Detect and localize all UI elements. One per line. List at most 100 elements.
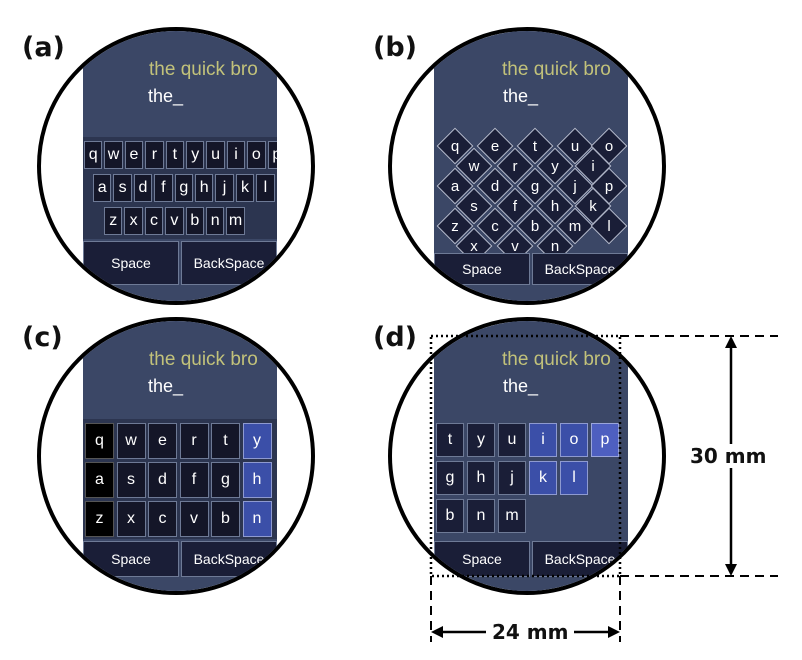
key-h[interactable]: h — [467, 461, 495, 495]
key-z[interactable]: z — [436, 207, 474, 245]
key-t[interactable]: t — [436, 423, 464, 457]
key-t[interactable]: t — [211, 423, 240, 459]
panel-label-c: (c) — [22, 322, 63, 353]
key-m[interactable]: m — [498, 499, 526, 533]
key-c[interactable]: c — [144, 207, 164, 235]
key-w[interactable]: w — [455, 147, 493, 185]
key-l[interactable]: l — [256, 174, 275, 202]
key-p[interactable]: p — [590, 167, 628, 205]
key-label: n — [550, 237, 560, 255]
key-label: d — [490, 177, 500, 195]
key-f[interactable]: f — [154, 174, 173, 202]
key-y[interactable]: y — [536, 147, 574, 185]
key-y[interactable]: y — [186, 141, 205, 169]
key-j[interactable]: j — [556, 167, 594, 205]
key-b[interactable]: b — [185, 207, 204, 235]
key-x[interactable]: x — [455, 227, 493, 265]
key-v[interactable]: v — [179, 501, 209, 537]
key-b[interactable]: b — [436, 499, 464, 533]
key-label: t — [532, 137, 538, 155]
bottom-bar: Space BackSpace — [83, 541, 277, 577]
key-o[interactable]: o — [247, 141, 266, 169]
key-k[interactable]: k — [235, 174, 255, 202]
key-h[interactable]: h — [195, 174, 214, 202]
key-r[interactable]: r — [496, 147, 534, 185]
key-z[interactable]: z — [104, 207, 123, 235]
key-u[interactable]: u — [206, 141, 225, 169]
key-s[interactable]: s — [116, 462, 146, 498]
key-d[interactable]: d — [133, 174, 153, 202]
key-w[interactable]: w — [116, 423, 146, 459]
key-l[interactable]: l — [560, 461, 588, 495]
key-h[interactable]: h — [536, 187, 574, 225]
key-i[interactable]: i — [574, 147, 612, 185]
key-f[interactable]: f — [496, 187, 534, 225]
key-n[interactable]: n — [206, 207, 225, 235]
key-a[interactable]: a — [85, 462, 114, 498]
backspace-button[interactable]: BackSpace — [532, 253, 628, 285]
backspace-button[interactable]: BackSpace — [181, 241, 277, 285]
key-c[interactable]: c — [476, 207, 514, 245]
key-m[interactable]: m — [226, 207, 245, 235]
key-n[interactable]: n — [467, 499, 495, 533]
key-p[interactable]: p — [591, 423, 619, 457]
key-t[interactable]: t — [516, 127, 554, 165]
key-f[interactable]: f — [179, 462, 209, 498]
key-c[interactable]: c — [148, 501, 177, 537]
key-m[interactable]: m — [556, 207, 594, 245]
key-s[interactable]: s — [455, 187, 493, 225]
key-t[interactable]: t — [165, 141, 184, 169]
backspace-button[interactable]: BackSpace — [532, 541, 628, 577]
key-y[interactable]: y — [467, 423, 495, 457]
space-button[interactable]: Space — [83, 241, 179, 285]
key-g[interactable]: g — [436, 461, 464, 495]
key-label: p — [604, 177, 614, 195]
key-n[interactable]: n — [242, 501, 272, 537]
key-k[interactable]: k — [529, 461, 557, 495]
space-button[interactable]: Space — [83, 541, 179, 577]
key-x[interactable]: x — [124, 207, 143, 235]
key-e[interactable]: e — [476, 127, 514, 165]
key-r[interactable]: r — [179, 423, 209, 459]
key-e[interactable]: e — [148, 423, 177, 459]
key-w[interactable]: w — [104, 141, 123, 169]
key-e[interactable]: e — [124, 141, 144, 169]
backspace-button[interactable]: BackSpace — [181, 541, 277, 577]
key-u[interactable]: u — [556, 127, 594, 165]
space-button[interactable]: Space — [434, 253, 530, 285]
key-o[interactable]: o — [590, 127, 628, 165]
key-a[interactable]: a — [436, 167, 474, 205]
key-h[interactable]: h — [242, 462, 272, 498]
key-r[interactable]: r — [145, 141, 164, 169]
key-i[interactable]: i — [529, 423, 557, 457]
space-button[interactable]: Space — [434, 541, 530, 577]
key-d[interactable]: d — [148, 462, 177, 498]
key-i[interactable]: i — [226, 141, 246, 169]
key-g[interactable]: g — [516, 167, 554, 205]
key-l[interactable]: l — [590, 207, 628, 245]
key-z[interactable]: z — [85, 501, 114, 537]
key-g[interactable]: g — [211, 462, 240, 498]
key-b[interactable]: b — [516, 207, 554, 245]
key-v[interactable]: v — [165, 207, 184, 235]
key-j[interactable]: j — [215, 174, 234, 202]
key-p[interactable]: p — [267, 141, 277, 169]
key-s[interactable]: s — [113, 174, 132, 202]
key-x[interactable]: x — [116, 501, 146, 537]
key-q[interactable]: q — [85, 423, 114, 459]
key-j[interactable]: j — [498, 461, 526, 495]
key-k[interactable]: k — [574, 187, 612, 225]
key-y[interactable]: y — [242, 423, 272, 459]
key-u[interactable]: u — [498, 423, 526, 457]
key-b[interactable]: b — [211, 501, 240, 537]
key-a[interactable]: a — [93, 174, 112, 202]
key-d[interactable]: d — [476, 167, 514, 205]
key-n[interactable]: n — [536, 227, 574, 265]
key-q[interactable]: q — [436, 127, 474, 165]
key-q[interactable]: q — [84, 141, 103, 169]
key-v[interactable]: v — [496, 227, 534, 265]
key-g[interactable]: g — [174, 174, 193, 202]
key-o[interactable]: o — [560, 423, 588, 457]
